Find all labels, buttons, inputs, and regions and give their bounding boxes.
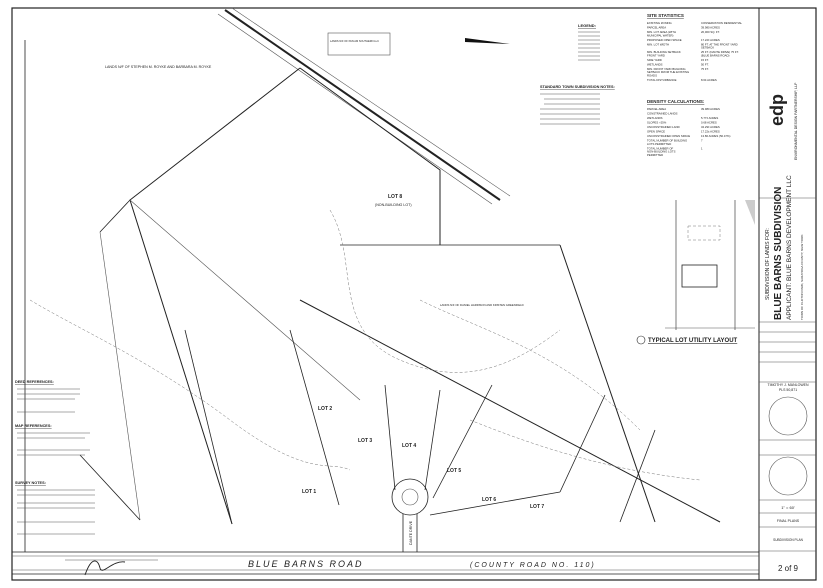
surveyor-name: TIMOTHY J. MANLOWEN: [768, 383, 809, 387]
parcel-boundaries: [24, 40, 721, 552]
stat-value: 17.22± ACRES: [701, 38, 720, 42]
legend-title: LEGEND:: [578, 23, 596, 28]
stat-label: WETLANDS: [647, 116, 663, 120]
deed-references-title: DEED REFERENCES:: [15, 380, 54, 384]
surveyor-signature: [84, 560, 126, 576]
lot-lines: [29, 209, 701, 525]
stat-label: MIN. LOT WIDTH: [647, 42, 669, 46]
stat-value: 20,000 SQ. FT.: [701, 30, 720, 34]
adjoiner-harrison: LANDS N/F OF DANIEL HARRISON AND KRISTEN…: [440, 303, 524, 307]
stat-label: UNCONSTRAINED OPEN SPACE: [647, 134, 690, 138]
stat-label: TOTAL DISTURBANCE: [647, 78, 677, 82]
stat-label: UNCONSTRAINED LAND: [647, 125, 680, 129]
density-title: DENSITY CALCULATIONS:: [647, 99, 705, 104]
applicant: APPLICANT: BLUE BARNS DEVELOPMENT LLC: [786, 175, 793, 320]
stat-label: PARCEL AREA: [647, 26, 666, 30]
engineer-seal-placeholder: [768, 456, 808, 496]
stat-label: SLOPES >25%: [647, 121, 667, 125]
legend-lines: [578, 31, 600, 61]
lot-3-label: LOT 3: [358, 438, 372, 444]
stat-value: 50 FT.: [701, 62, 709, 66]
survey-notes-title: SURVEY NOTES:: [15, 481, 46, 485]
subdivision-for: SUBDIVISION OF LANDS FOR:: [765, 228, 771, 300]
notes-text: [17, 388, 158, 561]
density-calculations-table: DENSITY CALCULATIONS: PARCEL AREA 39.980 …: [647, 99, 730, 157]
stat-value: 39.980 ACRES: [701, 107, 720, 111]
stat-value: 15 FT.: [701, 58, 709, 62]
project-title: BLUE BARNS SUBDIVISION: [773, 187, 784, 320]
lot-2-label: LOT 2: [318, 406, 332, 412]
lot-8-label: LOT 8: [388, 194, 402, 200]
stat-value: 39.980 ACRES: [701, 26, 720, 30]
stat-value: 17.22± ACRES: [701, 130, 720, 134]
adjoiner-box: [327, 32, 391, 56]
typical-lot-utility-layout: TYPICAL LOT UTILITY LAYOUT: [636, 200, 755, 345]
stat-label: EXISTING ZONING: [647, 21, 672, 25]
street-name: DANTE DRIVE: [409, 520, 413, 545]
stat-value: CONSERVATION RESIDENTIAL: [701, 21, 742, 25]
north-arrow-icon: [465, 38, 510, 44]
surveyor-license: PLS 50,871: [779, 388, 797, 392]
lot-8-note: (NON-BUILDING LOT): [375, 203, 412, 207]
location: TOWN OF CLIFTON PARK, SARATOGA COUNTY, N…: [800, 235, 804, 320]
stat-value: 5.77± ACRES: [701, 116, 718, 120]
road-designation: (COUNTY ROAD NO. 110): [470, 562, 596, 569]
adjoiner-labels: LANDS N/F OF STEPHEN M. ROYKE AND BARBAR…: [105, 32, 524, 307]
railroad: [217, 7, 511, 205]
typical-lot-title: TYPICAL LOT UTILITY LAYOUT: [648, 338, 738, 344]
sheet-title: SUBDIVISION PLAN: [773, 538, 803, 542]
standard-notes-text: [540, 93, 600, 125]
scale: 1" = 60': [781, 505, 795, 510]
stat-label: OPEN SPACE: [647, 130, 665, 134]
stat-value: 13.80 ACRES (50.47%): [701, 134, 730, 138]
site-statistics-table: SITE STATISTICS EXISTING ZONING CONSERVAT…: [647, 13, 742, 82]
site-statistics-title: SITE STATISTICS: [647, 13, 684, 18]
stat-label: PARCEL AREA: [647, 107, 666, 111]
title-block: edp ENVIRONMENTAL DESIGN PARTNERSHIP, LL…: [759, 82, 816, 573]
map-references-title: MAP REFERENCES:: [15, 424, 52, 428]
stat-value: 0.68 ACRES: [701, 121, 717, 125]
stat-label: CONSTRAINED LANDS: [647, 112, 678, 116]
firm-name: ENVIRONMENTAL DESIGN PARTNERSHIP, LLP: [794, 82, 798, 160]
stat-value: 34.29± ACRES: [701, 125, 720, 129]
dante-drive-cul-de-sac: DANTE DRIVE: [391, 478, 429, 552]
lot-7-label: LOT 7: [530, 504, 544, 510]
stat-value: 7: [701, 139, 703, 143]
stat-label: WETLANDS: [647, 62, 663, 66]
standard-notes-title: STANDARD TOWN SUBDIVISION NOTES:: [540, 85, 615, 89]
surveyor-seal: [768, 396, 808, 436]
detail-callout-icon: [636, 335, 646, 345]
adjoiner-pan-am: LANDS N/F OF PAN AM SOUTHERN LLC: [330, 39, 379, 43]
stat-value: 1: [701, 146, 703, 150]
lot-5-label: LOT 5: [447, 468, 461, 474]
stat-value: 75 FT.: [701, 67, 709, 71]
lot-6-label: LOT 6: [482, 497, 496, 503]
stat-value: 25 FT. (DANTE DRIVE) 75 FT.(BLUE BARNS R…: [701, 50, 739, 57]
lot-1-label: LOT 1: [302, 489, 316, 495]
phase: FINAL PLANS: [777, 519, 800, 523]
stat-label: SIDE YARD: [647, 58, 662, 62]
sheet-border: [11, 7, 817, 581]
lot-labels: LOT 1 LOT 2 LOT 3 LOT 4 LOT 5 LOT 6 LOT …: [302, 194, 544, 510]
adjoiner-royke: LANDS N/F OF STEPHEN M. ROYKE AND BARBAR…: [105, 65, 212, 69]
blue-barns-road: BLUE BARNS ROAD (COUNTY ROAD NO. 110): [12, 551, 759, 575]
stat-value: 8.64 ACRES: [701, 78, 717, 82]
stat-label: PROPOSED OPEN SPACE: [647, 38, 682, 42]
firm-logo: edp: [767, 94, 787, 126]
road-name: BLUE BARNS ROAD: [248, 559, 364, 569]
sheet-number: 2 of 9: [778, 564, 799, 573]
lot-4-label: LOT 4: [402, 443, 416, 449]
